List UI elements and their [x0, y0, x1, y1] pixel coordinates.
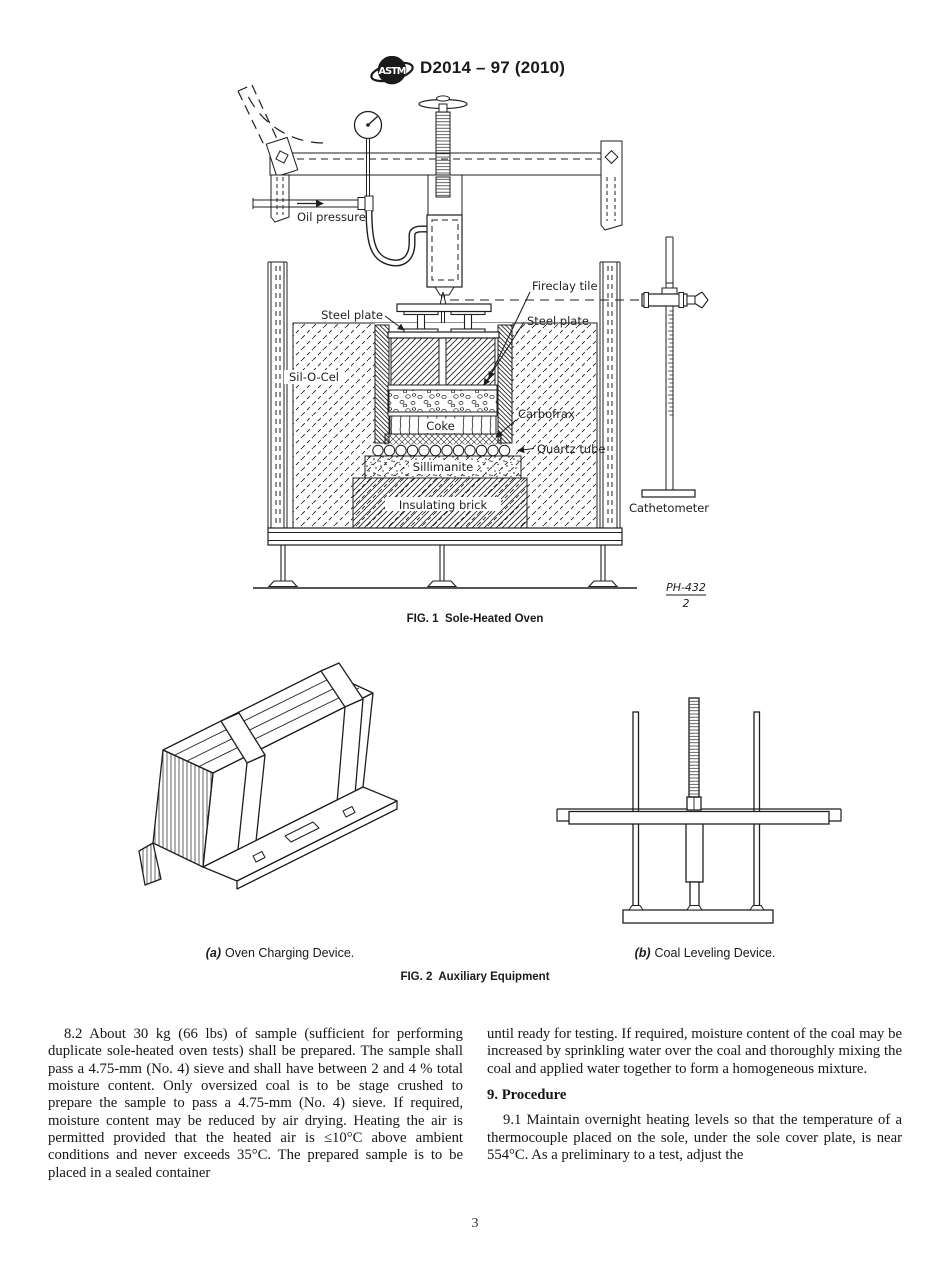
fig2a-caption-prefix: (a)	[205, 946, 222, 960]
drawing-number: PH-432	[666, 581, 706, 594]
label-steel-plate-left: Steel plate	[321, 308, 383, 322]
fig1-sole-heated-oven-drawing: Oil pressure Fireclay tile Steel plate S…	[237, 85, 709, 610]
fig2b-caption: (b)Coal Leveling Device.	[545, 946, 865, 960]
label-oil-pressure: Oil pressure	[297, 210, 366, 224]
label-cathetometer: Cathetometer	[629, 501, 709, 515]
text-column-left: 8.2 About 30 kg (66 lbs) of sample (suff…	[48, 1026, 463, 1182]
paragraph-9-1: 9.1 Maintain overnight heating levels so…	[487, 1112, 902, 1164]
label-sillimanite: Sillimanite	[413, 460, 473, 474]
label-carbofrax: Carbofrax	[518, 407, 575, 421]
label-coke: Coke	[426, 419, 454, 433]
drawing-sheet: 2	[683, 597, 690, 610]
astm-logo-icon: ASTM	[370, 55, 414, 85]
label-sil-o-cel: Sil-O-Cel	[289, 370, 339, 384]
label-steel-plate-right: Steel plate	[527, 314, 589, 328]
fig2-caption: FIG. 2 Auxiliary Equipment	[400, 971, 550, 983]
fig2a-caption: (a)Oven Charging Device.	[110, 946, 450, 960]
astm-logo-text: ASTM	[379, 66, 406, 77]
label-fireclay-tile: Fireclay tile	[532, 279, 598, 293]
paragraph-8-2: 8.2 About 30 kg (66 lbs) of sample (suff…	[48, 1026, 463, 1181]
text-column-right: until ready for testing. If required, mo…	[487, 1026, 902, 1164]
label-quartz-tube: Quartz tube	[537, 442, 606, 456]
oven-charging-device-drawing	[138, 662, 398, 890]
standard-designation: D2014 – 97 (2010)	[420, 58, 566, 77]
fig2b-caption-prefix: (b)	[634, 946, 651, 960]
coal-leveling-device-drawing	[556, 697, 842, 924]
fig2a-caption-text: Oven Charging Device.	[225, 946, 355, 960]
page-number: 3	[471, 1216, 479, 1231]
fig2b-caption-text: Coal Leveling Device.	[654, 946, 776, 960]
paragraph-8-2-continued: until ready for testing. If required, mo…	[487, 1026, 902, 1077]
section-9-heading: 9. Procedure	[487, 1087, 567, 1104]
fig1-caption: FIG. 1 Sole-Heated Oven	[406, 613, 544, 625]
label-insulating-brick: Insulating brick	[399, 498, 488, 512]
